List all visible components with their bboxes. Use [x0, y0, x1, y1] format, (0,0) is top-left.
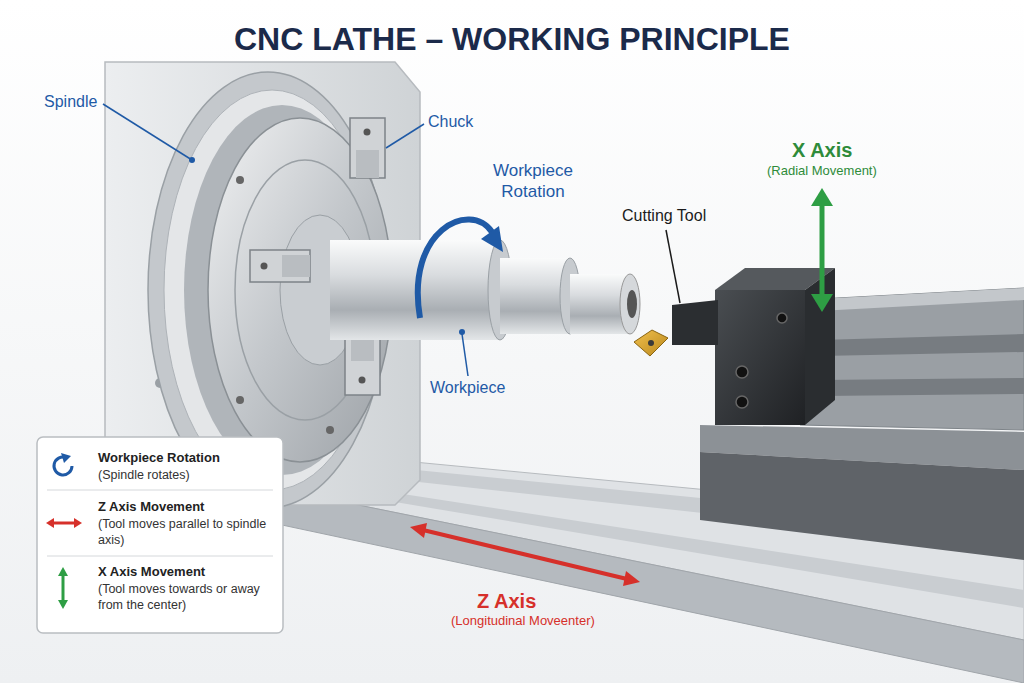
chuck-part — [282, 255, 310, 277]
tool-post-part — [736, 396, 748, 408]
x-axis-arrow — [811, 188, 833, 312]
legend-icon-part — [58, 600, 68, 609]
leader-line-part — [189, 157, 195, 163]
legend-heading: Z Axis Movement — [98, 498, 270, 515]
tool-post-part — [715, 290, 805, 425]
rotation-arrow-part — [481, 226, 503, 252]
chuck-part — [345, 335, 380, 395]
chuck-part — [261, 263, 268, 270]
legend-box — [37, 437, 283, 633]
x-axis-arrow-part — [811, 188, 833, 206]
chuck-part — [250, 250, 310, 282]
chuck-part — [356, 150, 379, 178]
leader-line-part — [666, 230, 680, 303]
rotation-arrow — [418, 220, 503, 318]
saddle — [700, 425, 1024, 560]
chuck-part — [359, 377, 366, 384]
z-axis-arrow-part — [423, 530, 627, 579]
leader-line-part — [459, 329, 465, 335]
legend-box-part — [37, 437, 283, 633]
workpiece-part — [620, 274, 640, 334]
legend-heading: Workpiece Rotation — [98, 449, 270, 466]
chuck-part — [236, 396, 244, 404]
tool-holder — [634, 300, 718, 356]
leader-line-part — [386, 124, 424, 148]
z-axis-arrow-part — [623, 571, 640, 586]
axis-note: (Radial Movement) — [767, 163, 877, 179]
chuck-part — [364, 129, 371, 136]
workpiece — [330, 240, 640, 340]
cross-slide-part — [820, 334, 1024, 356]
saddle-part — [700, 452, 1024, 560]
legend-icon-part — [54, 457, 72, 475]
legend-icon — [46, 453, 82, 609]
legend-icon-part — [61, 453, 71, 463]
cross-slide-part — [820, 378, 1024, 396]
chuck-part — [236, 176, 244, 184]
z-axis-arrow-part — [410, 523, 427, 538]
part-label: Chuck — [428, 112, 473, 131]
axis-note: (Longitudinal Moveenter) — [451, 613, 595, 629]
part-label: Workpiece — [430, 378, 505, 397]
tool-post — [715, 268, 835, 425]
leader-line — [103, 104, 680, 376]
tool-holder-part — [672, 300, 718, 345]
axis-label: X Axis — [792, 138, 852, 162]
axis-label: Z Axis — [477, 589, 536, 613]
rotation-arrow-part — [418, 220, 492, 318]
legend-note: (Tool moves parallel to spindle axis) — [98, 516, 270, 548]
tool-post-part — [777, 313, 787, 323]
workpiece-part — [627, 290, 637, 318]
legend-note: (Spindle rotates) — [98, 467, 270, 483]
legend-box-part — [47, 556, 273, 557]
chuck-part — [326, 426, 334, 434]
tool-holder-part — [648, 340, 654, 346]
legend-icon-part — [58, 567, 68, 576]
legend-icon-part — [62, 574, 65, 602]
part-label: Cutting Tool — [622, 206, 706, 225]
part-label: Spindle — [44, 92, 97, 111]
leader-line-part — [103, 104, 192, 160]
legend-icon-part — [46, 518, 54, 528]
x-axis-arrow-part — [811, 294, 833, 312]
leader-line-part — [462, 334, 468, 376]
x-axis-arrow-part — [820, 203, 825, 297]
legend-icon-part — [74, 518, 82, 528]
legend-heading: X Axis Movement — [98, 563, 270, 580]
legend-box-part — [47, 490, 273, 491]
title: CNC LATHE – WORKING PRINCIPLE — [234, 20, 790, 58]
chuck-part — [350, 118, 385, 178]
motion-label: Workpiece Rotation — [473, 160, 593, 202]
z-axis-arrow — [410, 523, 640, 586]
tool-holder-part — [634, 330, 668, 356]
tool-post-part — [736, 366, 748, 378]
legend-note: (Tool moves towards or away from the cen… — [98, 581, 270, 613]
legend-icon-part — [53, 522, 75, 525]
